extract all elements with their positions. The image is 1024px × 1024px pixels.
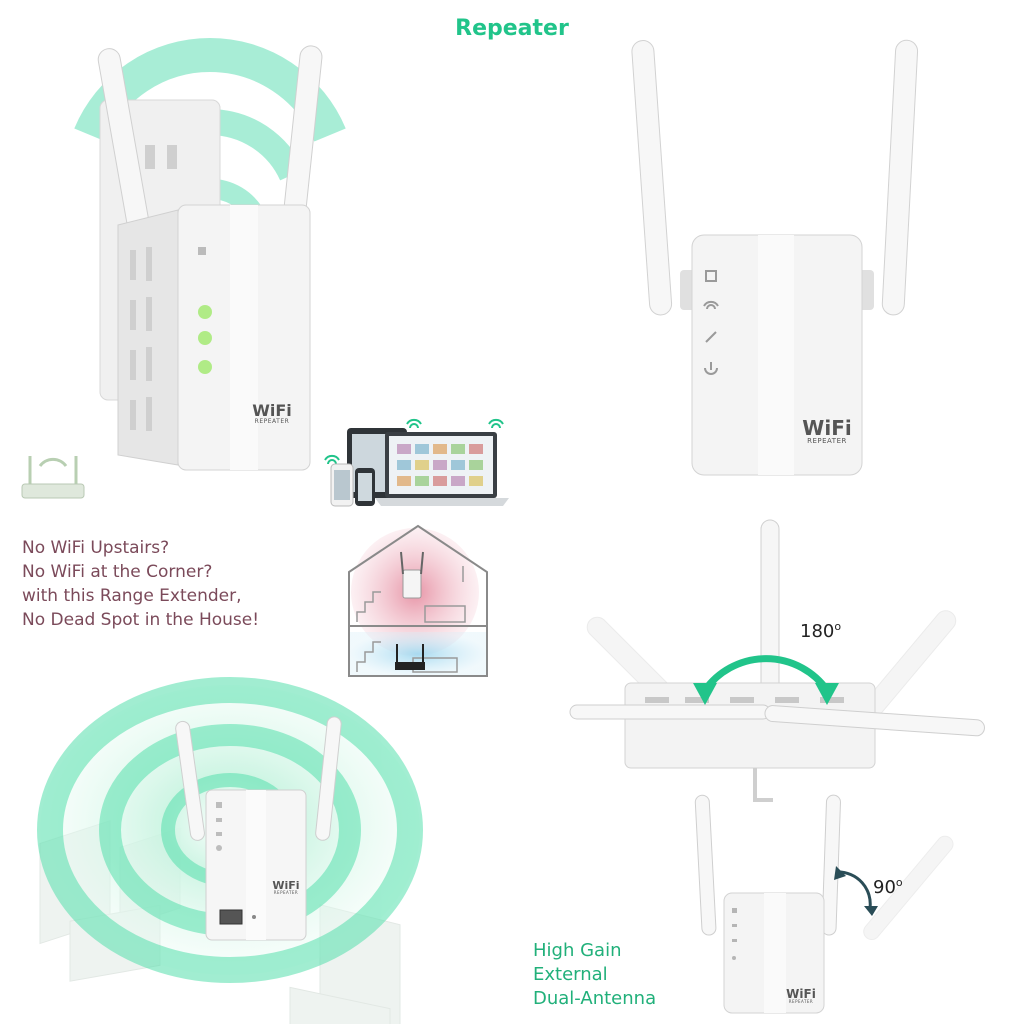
power-icon xyxy=(704,367,718,375)
headline-repeater: Repeater xyxy=(455,16,569,41)
router-in-house xyxy=(395,662,425,670)
led-signal-icon xyxy=(198,331,212,345)
tagline-line: with this Range Extender, xyxy=(22,586,242,606)
tagline-text: No WiFi Upstairs? No WiFi at the Corner?… xyxy=(22,536,322,632)
tagline-line: No WiFi at the Corner? xyxy=(22,562,213,582)
wall-plug-repeater-illustration xyxy=(74,38,346,471)
status-indicator-icon xyxy=(705,270,717,282)
antenna-left xyxy=(175,720,205,841)
wifi-icon xyxy=(324,454,340,461)
connected-devices-illustration xyxy=(324,418,509,507)
ethernet-port-icon xyxy=(219,909,243,925)
front-view-repeater-illustration xyxy=(631,39,919,476)
antenna-horizontal-right xyxy=(764,705,985,737)
wifi-status-icon xyxy=(703,300,719,307)
antenna-horizontal-left xyxy=(569,704,771,720)
house-coverage-illustration xyxy=(348,524,488,677)
rotation-arrow-90-icon xyxy=(837,870,872,909)
led-wifi-icon xyxy=(198,305,212,319)
antenna-right xyxy=(315,716,342,841)
antenna-left xyxy=(694,794,717,936)
antenna-copy-line: High Gain xyxy=(533,940,622,961)
tagline-line: No WiFi Upstairs? xyxy=(22,538,170,558)
router-icon xyxy=(21,456,85,499)
wifi-icon xyxy=(406,418,422,425)
antenna-rotation-180-illustration xyxy=(569,519,985,802)
antenna-rotation-90-illustration xyxy=(694,794,954,1014)
rotation-arrow-180-icon xyxy=(702,655,830,693)
antenna-copy-line: External xyxy=(533,964,608,985)
antenna-right xyxy=(821,794,841,936)
wifi-badge-top-right: WiFi REPEATER xyxy=(802,416,852,445)
signal-status-icon xyxy=(705,331,717,343)
wifi-badge-bottom-left: WiFi REPEATER xyxy=(272,879,300,895)
repeater-in-house xyxy=(402,569,422,599)
tagline-line: No Dead Spot in the House! xyxy=(22,610,260,630)
wifi-badge-bottom-right: WiFi REPEATER xyxy=(786,987,816,1004)
led-power-icon xyxy=(198,360,212,374)
antenna-left xyxy=(631,40,673,316)
angle-label-90: 90o xyxy=(873,876,903,898)
wifi-icon xyxy=(488,418,504,425)
coverage-rings-illustration xyxy=(37,677,423,1024)
antenna-right xyxy=(881,39,919,316)
wifi-badge-top-left: WiFi REPEATER xyxy=(252,401,292,425)
angle-label-180: 180o xyxy=(800,620,842,642)
antenna-copy-text: High Gain External Dual-Antenna xyxy=(533,939,733,1011)
antenna-copy-line: Dual-Antenna xyxy=(533,988,657,1009)
